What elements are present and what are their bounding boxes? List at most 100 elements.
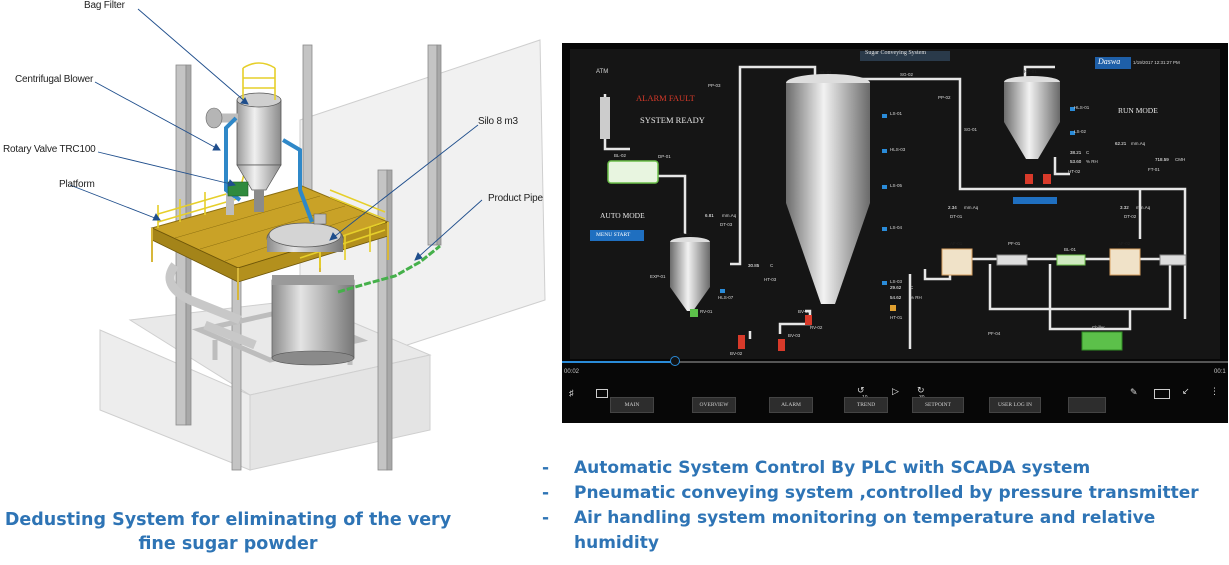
tag-dt01: DT-01 <box>950 214 963 219</box>
scada-run-mode: RUN MODE <box>1118 106 1158 115</box>
tag-dp01: DP-01 <box>658 154 671 159</box>
scada-nav-alarm[interactable]: ALARM <box>769 397 813 413</box>
player-elapsed-time: 00:02 <box>564 369 580 375</box>
scada-nav-setpoint[interactable]: SETPOINT <box>912 397 964 413</box>
value-ht02-rh: 53.60 <box>1070 159 1082 164</box>
value-ht02: 38.21 <box>1070 150 1082 155</box>
collapse-icon[interactable]: ↙ <box>1182 386 1190 396</box>
bullet-dash: - <box>542 483 550 503</box>
unit-dt03: mm.Aq <box>722 213 737 218</box>
scada-screenshot: Sugar Conveying System Daswa 1/19/2017 1… <box>562 43 1228 423</box>
scada-title-bar <box>860 51 950 61</box>
left-caption: Dedusting System for eliminating of the … <box>4 510 452 554</box>
tag-chiller: Chiller <box>1092 325 1105 330</box>
scada-nav-user-log-in[interactable]: USER LOG IN <box>989 397 1041 413</box>
bullet-text: Automatic System Control By PLC with SCA… <box>574 458 1091 478</box>
value-dt02: 3.32 <box>1120 205 1129 210</box>
tag-sl01: SL-01 <box>820 70 833 75</box>
scada-alarm-fault: ALARM FAULT <box>636 93 695 103</box>
tag-pf04: PF-04 <box>988 331 1001 336</box>
scada-bagfilter-bf01 <box>670 237 710 311</box>
callout-leaders <box>69 8 483 261</box>
silo-top <box>266 213 344 253</box>
brand-badge <box>1095 57 1131 69</box>
tag-ls05: LS-05 <box>890 183 903 188</box>
callout-platform: Platform <box>59 179 95 190</box>
scada-hmi-screen: Sugar Conveying System Daswa 1/19/2017 1… <box>570 49 1220 359</box>
bullet-item: - Automatic System Control By PLC with SC… <box>537 456 1227 481</box>
volume-icon[interactable]: ♯ <box>569 388 574 398</box>
dedusting-diagram: Bag Filter Centrifugal Blower Rotary Val… <box>0 0 550 480</box>
ground-pipe <box>165 262 242 325</box>
scada-hopper-hp01 <box>1004 76 1060 159</box>
unit-ht02-rh: % RH <box>1086 159 1098 164</box>
value-ht01-rh: 54.62 <box>890 295 902 300</box>
tag-dt02: DT-02 <box>1124 214 1137 219</box>
scada-menu-start-button[interactable]: MENU START <box>596 232 631 238</box>
player-scrubber-handle[interactable] <box>670 356 680 366</box>
skip-forward-icon[interactable]: ↻ <box>917 385 925 395</box>
bullet-dash: - <box>542 508 550 528</box>
bullet-dash: - <box>542 458 550 478</box>
value-pt01: 62.21 <box>1115 141 1127 146</box>
bullet-text: Pneumatic conveying system ,controlled b… <box>574 483 1199 503</box>
player-progress-track[interactable] <box>562 356 1228 366</box>
value-ht01: 29.62 <box>890 285 902 290</box>
bag-filter <box>236 62 282 212</box>
skip-back-icon[interactable]: ↺ <box>857 385 865 395</box>
unit-dt01: mm.Aq <box>964 205 979 210</box>
scada-menu-start-bg <box>590 230 644 241</box>
scada-valves <box>690 174 1051 351</box>
player-remaining-time: 00:1 <box>1214 369 1226 375</box>
tag-hls03: HLS-03 <box>890 147 906 152</box>
value-dt01: 2.34 <box>948 205 957 210</box>
scada-nav-blank[interactable] <box>1068 397 1106 413</box>
tag-ht02: HT-02 <box>1068 169 1081 174</box>
scada-nav-trend[interactable]: TREND <box>844 397 888 413</box>
unit-ht02: C <box>1086 150 1090 155</box>
scada-auto-mode: AUTO MODE <box>600 211 645 220</box>
tag-ls03: LS-03 <box>890 279 903 284</box>
scada-brand: Daswa <box>1098 57 1121 66</box>
dedusting-illustration <box>69 8 546 471</box>
tag-ls04: LS-04 <box>890 225 903 230</box>
unit-pt01: mm.Aq <box>1131 141 1146 146</box>
tag-bl02: BL-02 <box>614 153 627 158</box>
scada-blower-bl02 <box>607 160 659 184</box>
scada-nav-main[interactable]: MAIN <box>610 397 654 413</box>
scada-process-graphics <box>590 51 1187 351</box>
tag-bv02: BV-02 <box>730 351 743 356</box>
scada-system-ready: SYSTEM READY <box>640 115 705 125</box>
miniplayer-icon[interactable] <box>1154 389 1170 399</box>
bullet-item: - Pneumatic conveying system ,controlled … <box>537 481 1227 506</box>
tag-bv01: BV-01 <box>798 309 811 314</box>
play-icon[interactable]: ▷ <box>892 386 899 396</box>
tag-pf01: PF-01 <box>1008 241 1021 246</box>
building-structure <box>99 39 546 471</box>
value-ht03: 30.85 <box>748 263 760 268</box>
scada-nav-overview[interactable]: OVERVIEW <box>692 397 736 413</box>
silo-body <box>271 275 355 366</box>
unit-ht01: C <box>910 285 914 290</box>
tag-sg02: SG-02 <box>900 72 914 77</box>
tag-pp02: PP-02 <box>938 95 951 100</box>
product-pipe <box>337 244 441 294</box>
edit-pen-icon[interactable]: ✎ <box>1130 387 1138 397</box>
tag-exp01: EXP-01 <box>650 274 666 279</box>
tag-hp01: HP-01 <box>1024 69 1037 74</box>
tag-dt03: DT-03 <box>720 222 733 227</box>
tag-hls01: HLS-01 <box>1074 105 1090 110</box>
unit-dt02: mm.Aq <box>1136 205 1151 210</box>
tag-pp03: PP-03 <box>708 83 721 88</box>
scada-af02 <box>1109 248 1141 276</box>
tag-hls07: HLS-07 <box>718 295 734 300</box>
scada-level-indicators <box>720 107 1075 293</box>
tag-ft01: FT-01 <box>1148 167 1160 172</box>
captions-icon[interactable] <box>596 389 608 398</box>
tag-af02: AF-02 <box>1118 241 1131 246</box>
value-ft01: 718.59 <box>1155 157 1169 162</box>
unit-ft01: CMH <box>1175 157 1186 162</box>
more-options-icon[interactable]: ⋮ <box>1210 386 1219 396</box>
scada-chiller-unit <box>1081 331 1123 351</box>
value-dt03: 6.81 <box>705 213 714 218</box>
